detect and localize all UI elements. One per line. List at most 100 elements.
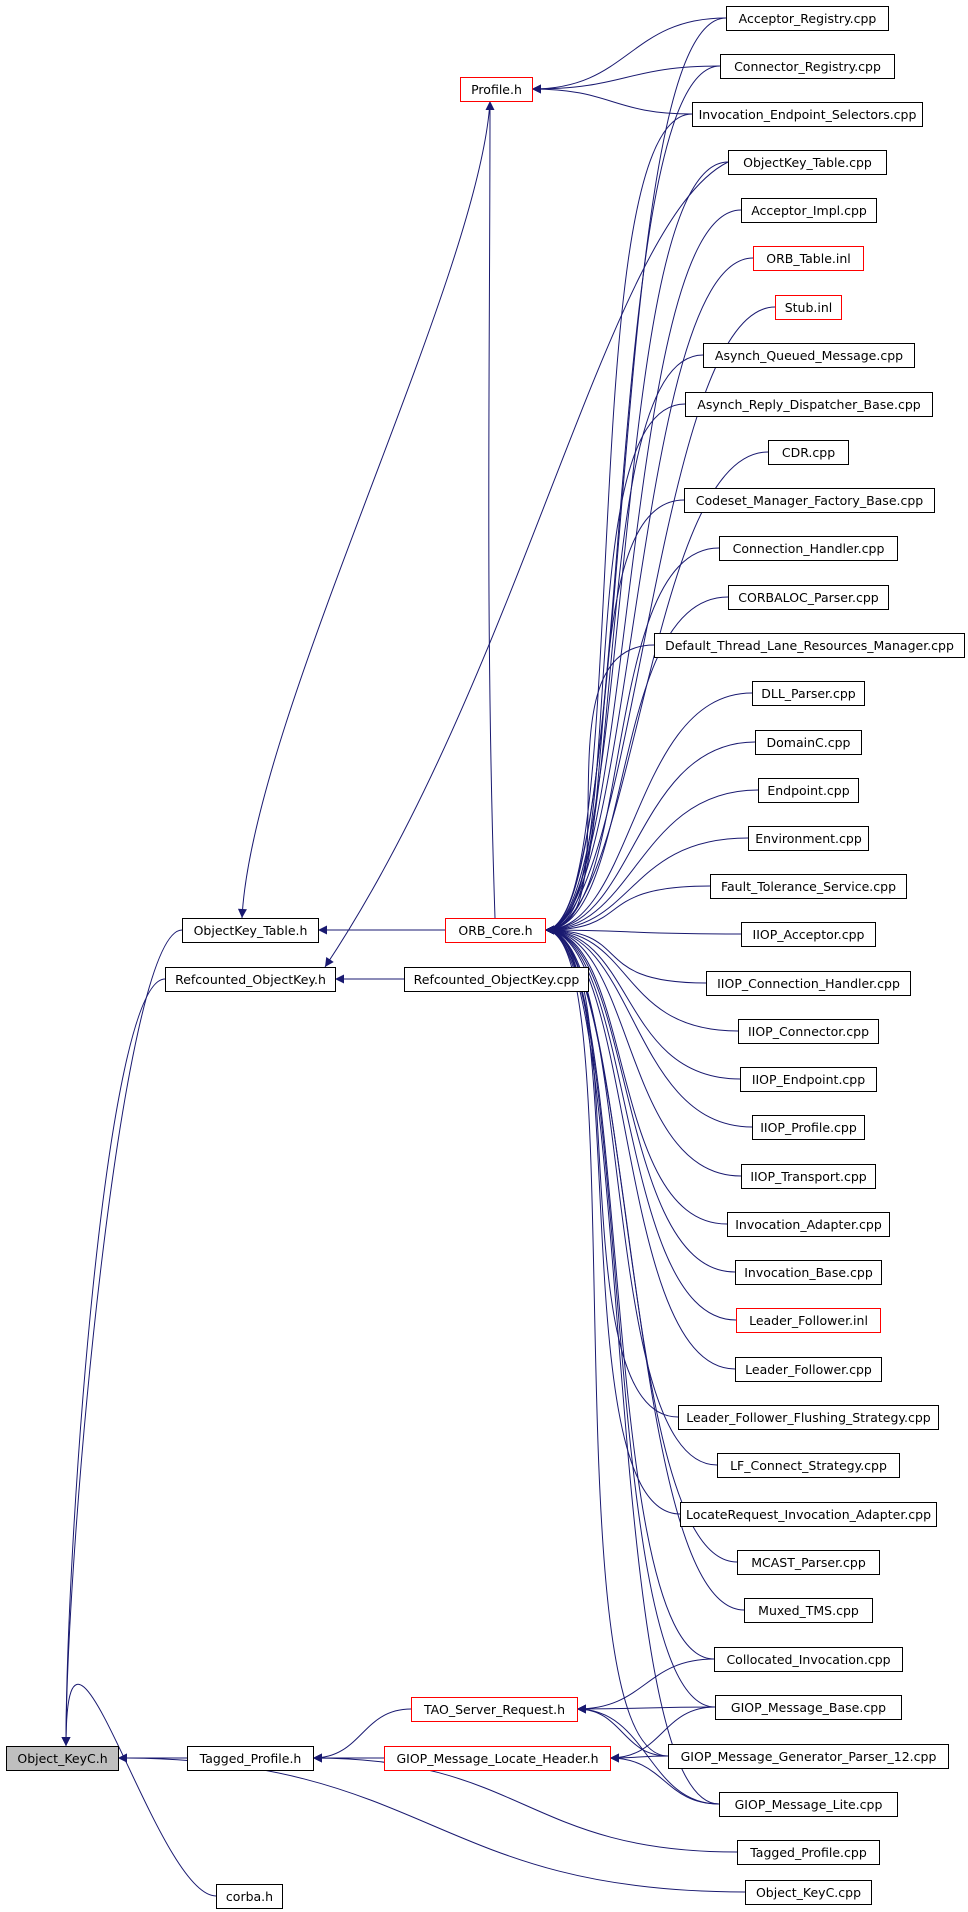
- node-collocated-invocation-cpp[interactable]: Collocated_Invocation.cpp: [714, 1647, 903, 1672]
- node-box: [748, 826, 869, 851]
- node-invocation-base-cpp[interactable]: Invocation_Base.cpp: [735, 1260, 882, 1285]
- edge-codeset-manager-factory-base-cpp-to-orb-core-h: [544, 499, 685, 935]
- node-box: [740, 1067, 877, 1092]
- node-box: [741, 922, 876, 947]
- node-box: [6, 1746, 119, 1771]
- node-invocation-endpoint-selectors-cpp[interactable]: Invocation_Endpoint_Selectors.cpp: [692, 102, 923, 127]
- node-box: [736, 1308, 881, 1333]
- node-refcounted-objectkey-h[interactable]: Refcounted_ObjectKey.h: [165, 967, 336, 992]
- node-orb-table-inl[interactable]: ORB_Table.inl: [753, 246, 864, 271]
- node-refcounted-objectkey-cpp[interactable]: Refcounted_ObjectKey.cpp: [404, 967, 589, 992]
- node-corbaloc-parser-cpp[interactable]: CORBALOC_Parser.cpp: [728, 585, 889, 610]
- node-tagged-profile-cpp[interactable]: Tagged_Profile.cpp: [737, 1840, 880, 1865]
- node-default-thread-lane-resources-manager-cpp[interactable]: Default_Thread_Lane_Resources_Manager.cp…: [654, 633, 965, 658]
- node-object-keyc-cpp[interactable]: Object_KeyC.cpp: [745, 1880, 872, 1905]
- node-layer: Object_KeyC.h Tagged_Profile.h corba.h Obje…: [6, 6, 965, 1909]
- node-label: CORBALOC_Parser.cpp: [738, 590, 878, 605]
- node-dll-parser-cpp[interactable]: DLL_Parser.cpp: [752, 681, 865, 706]
- node-muxed-tms-cpp[interactable]: Muxed_TMS.cpp: [744, 1598, 873, 1623]
- node-box: [165, 967, 336, 992]
- node-box: [678, 1405, 939, 1430]
- node-connector-registry-cpp[interactable]: Connector_Registry.cpp: [720, 54, 895, 79]
- node-box: [728, 150, 887, 175]
- node-domainc-cpp[interactable]: DomainC.cpp: [755, 730, 862, 755]
- node-lf-connect-strategy-cpp[interactable]: LF_Connect_Strategy.cpp: [717, 1453, 900, 1478]
- node-locaterequest-invocation-adapter-cpp[interactable]: LocateRequest_Invocation_Adapter.cpp: [680, 1502, 937, 1527]
- node-label: ORB_Core.h: [458, 923, 532, 938]
- node-label: GIOP_Message_Locate_Header.h: [396, 1751, 598, 1766]
- node-endpoint-cpp[interactable]: Endpoint.cpp: [758, 778, 859, 803]
- edge-objectkey-table-h-to-object-keyc-h: [61, 929, 183, 1747]
- node-objectkey-table-h[interactable]: ObjectKey_Table.h: [182, 918, 319, 943]
- node-tao-server-request-h[interactable]: TAO_Server_Request.h: [411, 1697, 578, 1722]
- node-iiop-connector-cpp[interactable]: IIOP_Connector.cpp: [738, 1019, 879, 1044]
- node-codeset-manager-factory-base-cpp[interactable]: Codeset_Manager_Factory_Base.cpp: [684, 488, 935, 513]
- node-iiop-profile-cpp[interactable]: IIOP_Profile.cpp: [752, 1115, 865, 1140]
- edge-tagged-profile-cpp-to-tagged-profile-h: [312, 1753, 738, 1853]
- edge-acceptor-registry-cpp-to-orb-core-h: [544, 17, 727, 935]
- node-iiop-connection-handler-cpp[interactable]: IIOP_Connection_Handler.cpp: [706, 971, 911, 996]
- node-environment-cpp[interactable]: Environment.cpp: [748, 826, 869, 851]
- node-iiop-endpoint-cpp[interactable]: IIOP_Endpoint.cpp: [740, 1067, 877, 1092]
- node-giop-message-generator-parser-12-cpp[interactable]: GIOP_Message_Generator_Parser_12.cpp: [668, 1744, 949, 1769]
- edge-objectkey-table-cpp-to-refcounted-objectkey-h: [324, 161, 729, 968]
- node-label: Acceptor_Impl.cpp: [751, 203, 867, 218]
- node-label: Refcounted_ObjectKey.h: [175, 972, 326, 987]
- node-box: [411, 1697, 578, 1722]
- node-cdr-cpp[interactable]: CDR.cpp: [768, 440, 849, 465]
- edge-connection-handler-cpp-to-orb-core-h: [544, 547, 720, 935]
- node-box: [735, 1260, 882, 1285]
- node-fault-tolerance-service-cpp[interactable]: Fault_Tolerance_Service.cpp: [710, 874, 907, 899]
- node-iiop-acceptor-cpp[interactable]: IIOP_Acceptor.cpp: [741, 922, 876, 947]
- node-label: GIOP_Message_Base.cpp: [731, 1700, 886, 1715]
- node-acceptor-registry-cpp[interactable]: Acceptor_Registry.cpp: [726, 6, 889, 31]
- node-mcast-parser-cpp[interactable]: MCAST_Parser.cpp: [737, 1550, 880, 1575]
- node-asynch-reply-dispatcher-base-cpp[interactable]: Asynch_Reply_Dispatcher_Base.cpp: [685, 392, 933, 417]
- node-label: MCAST_Parser.cpp: [751, 1555, 866, 1570]
- node-label: DLL_Parser.cpp: [761, 686, 856, 701]
- node-box: [738, 1019, 879, 1044]
- node-box: [714, 1647, 903, 1672]
- node-objectkey-table-cpp[interactable]: ObjectKey_Table.cpp: [728, 150, 887, 175]
- node-stub-inl[interactable]: Stub.inl: [775, 295, 842, 320]
- node-giop-message-locate-header-h[interactable]: GIOP_Message_Locate_Header.h: [384, 1746, 611, 1771]
- edge-iiop-connector-cpp-to-orb-core-h: [544, 925, 739, 1032]
- node-box: [758, 778, 859, 803]
- node-label: Invocation_Endpoint_Selectors.cpp: [699, 107, 917, 122]
- node-box: [719, 1792, 898, 1817]
- edge-orb-core-h-to-profile-h: [485, 100, 496, 919]
- edge-invocation-base-cpp-to-orb-core-h: [544, 925, 736, 1273]
- node-leader-follower-flushing-strategy-cpp[interactable]: Leader_Follower_Flushing_Strategy.cpp: [678, 1405, 939, 1430]
- node-leader-follower-cpp[interactable]: Leader_Follower.cpp: [735, 1357, 882, 1382]
- node-object-keyc-h[interactable]: Object_KeyC.h: [6, 1746, 119, 1771]
- edge-objectkey-table-cpp-to-orb-core-h: [544, 161, 729, 935]
- node-profile-h[interactable]: Profile.h: [460, 77, 533, 102]
- node-box: [404, 967, 589, 992]
- node-invocation-adapter-cpp[interactable]: Invocation_Adapter.cpp: [727, 1212, 890, 1237]
- edge-lf-connect-strategy-cpp-to-orb-core-h: [544, 925, 718, 1466]
- node-box: [715, 1695, 902, 1720]
- node-box: [717, 1453, 900, 1478]
- node-connection-handler-cpp[interactable]: Connection_Handler.cpp: [719, 536, 898, 561]
- node-box: [752, 1115, 865, 1140]
- node-box: [384, 1746, 611, 1771]
- node-asynch-queued-message-cpp[interactable]: Asynch_Queued_Message.cpp: [703, 343, 915, 368]
- node-tagged-profile-h[interactable]: Tagged_Profile.h: [187, 1746, 314, 1771]
- node-label: Stub.inl: [785, 300, 833, 315]
- node-giop-message-lite-cpp[interactable]: GIOP_Message_Lite.cpp: [719, 1792, 898, 1817]
- edge-giop-message-lite-cpp-to-giop-message-locate-header-h: [609, 1753, 720, 1805]
- node-box: [460, 77, 533, 102]
- node-label: Object_KeyC.cpp: [756, 1885, 861, 1900]
- node-corba-h[interactable]: corba.h: [216, 1884, 283, 1909]
- node-box: [703, 343, 915, 368]
- node-giop-message-base-cpp[interactable]: GIOP_Message_Base.cpp: [715, 1695, 902, 1720]
- node-label: Leader_Follower.inl: [749, 1313, 868, 1328]
- node-iiop-transport-cpp[interactable]: IIOP_Transport.cpp: [741, 1164, 876, 1189]
- node-orb-core-h[interactable]: ORB_Core.h: [445, 918, 546, 943]
- node-label: IIOP_Connector.cpp: [748, 1024, 869, 1039]
- edge-domainc-cpp-to-orb-core-h: [544, 741, 756, 935]
- node-acceptor-impl-cpp[interactable]: Acceptor_Impl.cpp: [741, 198, 877, 223]
- node-box: [187, 1746, 314, 1771]
- node-leader-follower-inl[interactable]: Leader_Follower.inl: [736, 1308, 881, 1333]
- edge-iiop-endpoint-cpp-to-orb-core-h: [544, 925, 741, 1080]
